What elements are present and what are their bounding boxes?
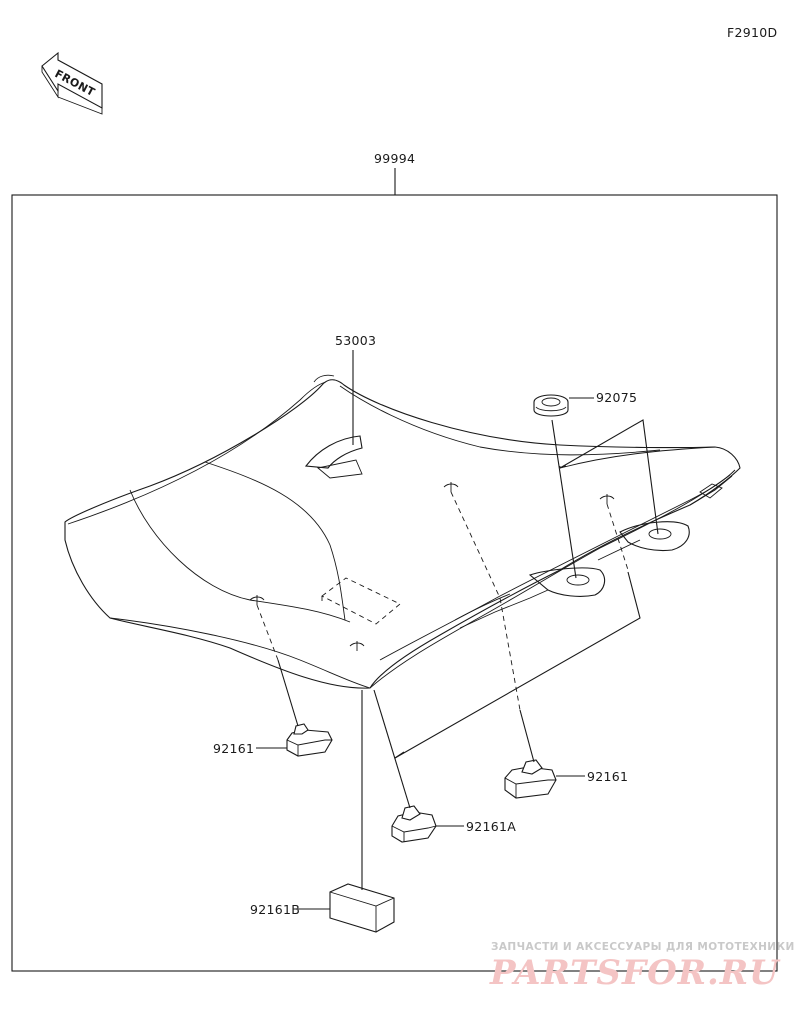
watermark-tagline: ЗАПЧАСТИ И АКСЕССУАРЫ ДЛЯ МОТОТЕХНИКИ — [491, 941, 795, 953]
front-label: FRONT — [53, 67, 98, 99]
kit-frame — [11, 194, 778, 972]
watermark-logo: PARTSFOR.RU — [489, 953, 781, 993]
label-damper-right: 92161 — [587, 769, 628, 784]
label-grommet: 92075 — [596, 390, 637, 405]
label-damper-a: 92161A — [466, 819, 516, 834]
figure-code: F2910D — [727, 25, 777, 40]
damper-a-part — [391, 805, 437, 843]
seat-illustration — [64, 374, 741, 689]
label-damper-left: 92161 — [213, 741, 254, 756]
label-damper-b: 92161B — [250, 902, 300, 917]
front-arrow-icon: FRONT — [41, 51, 103, 115]
damper-b-part — [329, 883, 395, 933]
locator-marks — [249, 482, 629, 711]
damper-left-part — [286, 723, 333, 757]
label-kit: 99994 — [374, 151, 415, 166]
label-seat: 53003 — [335, 333, 376, 348]
grommet-part — [533, 394, 569, 417]
damper-right-part — [504, 759, 557, 799]
